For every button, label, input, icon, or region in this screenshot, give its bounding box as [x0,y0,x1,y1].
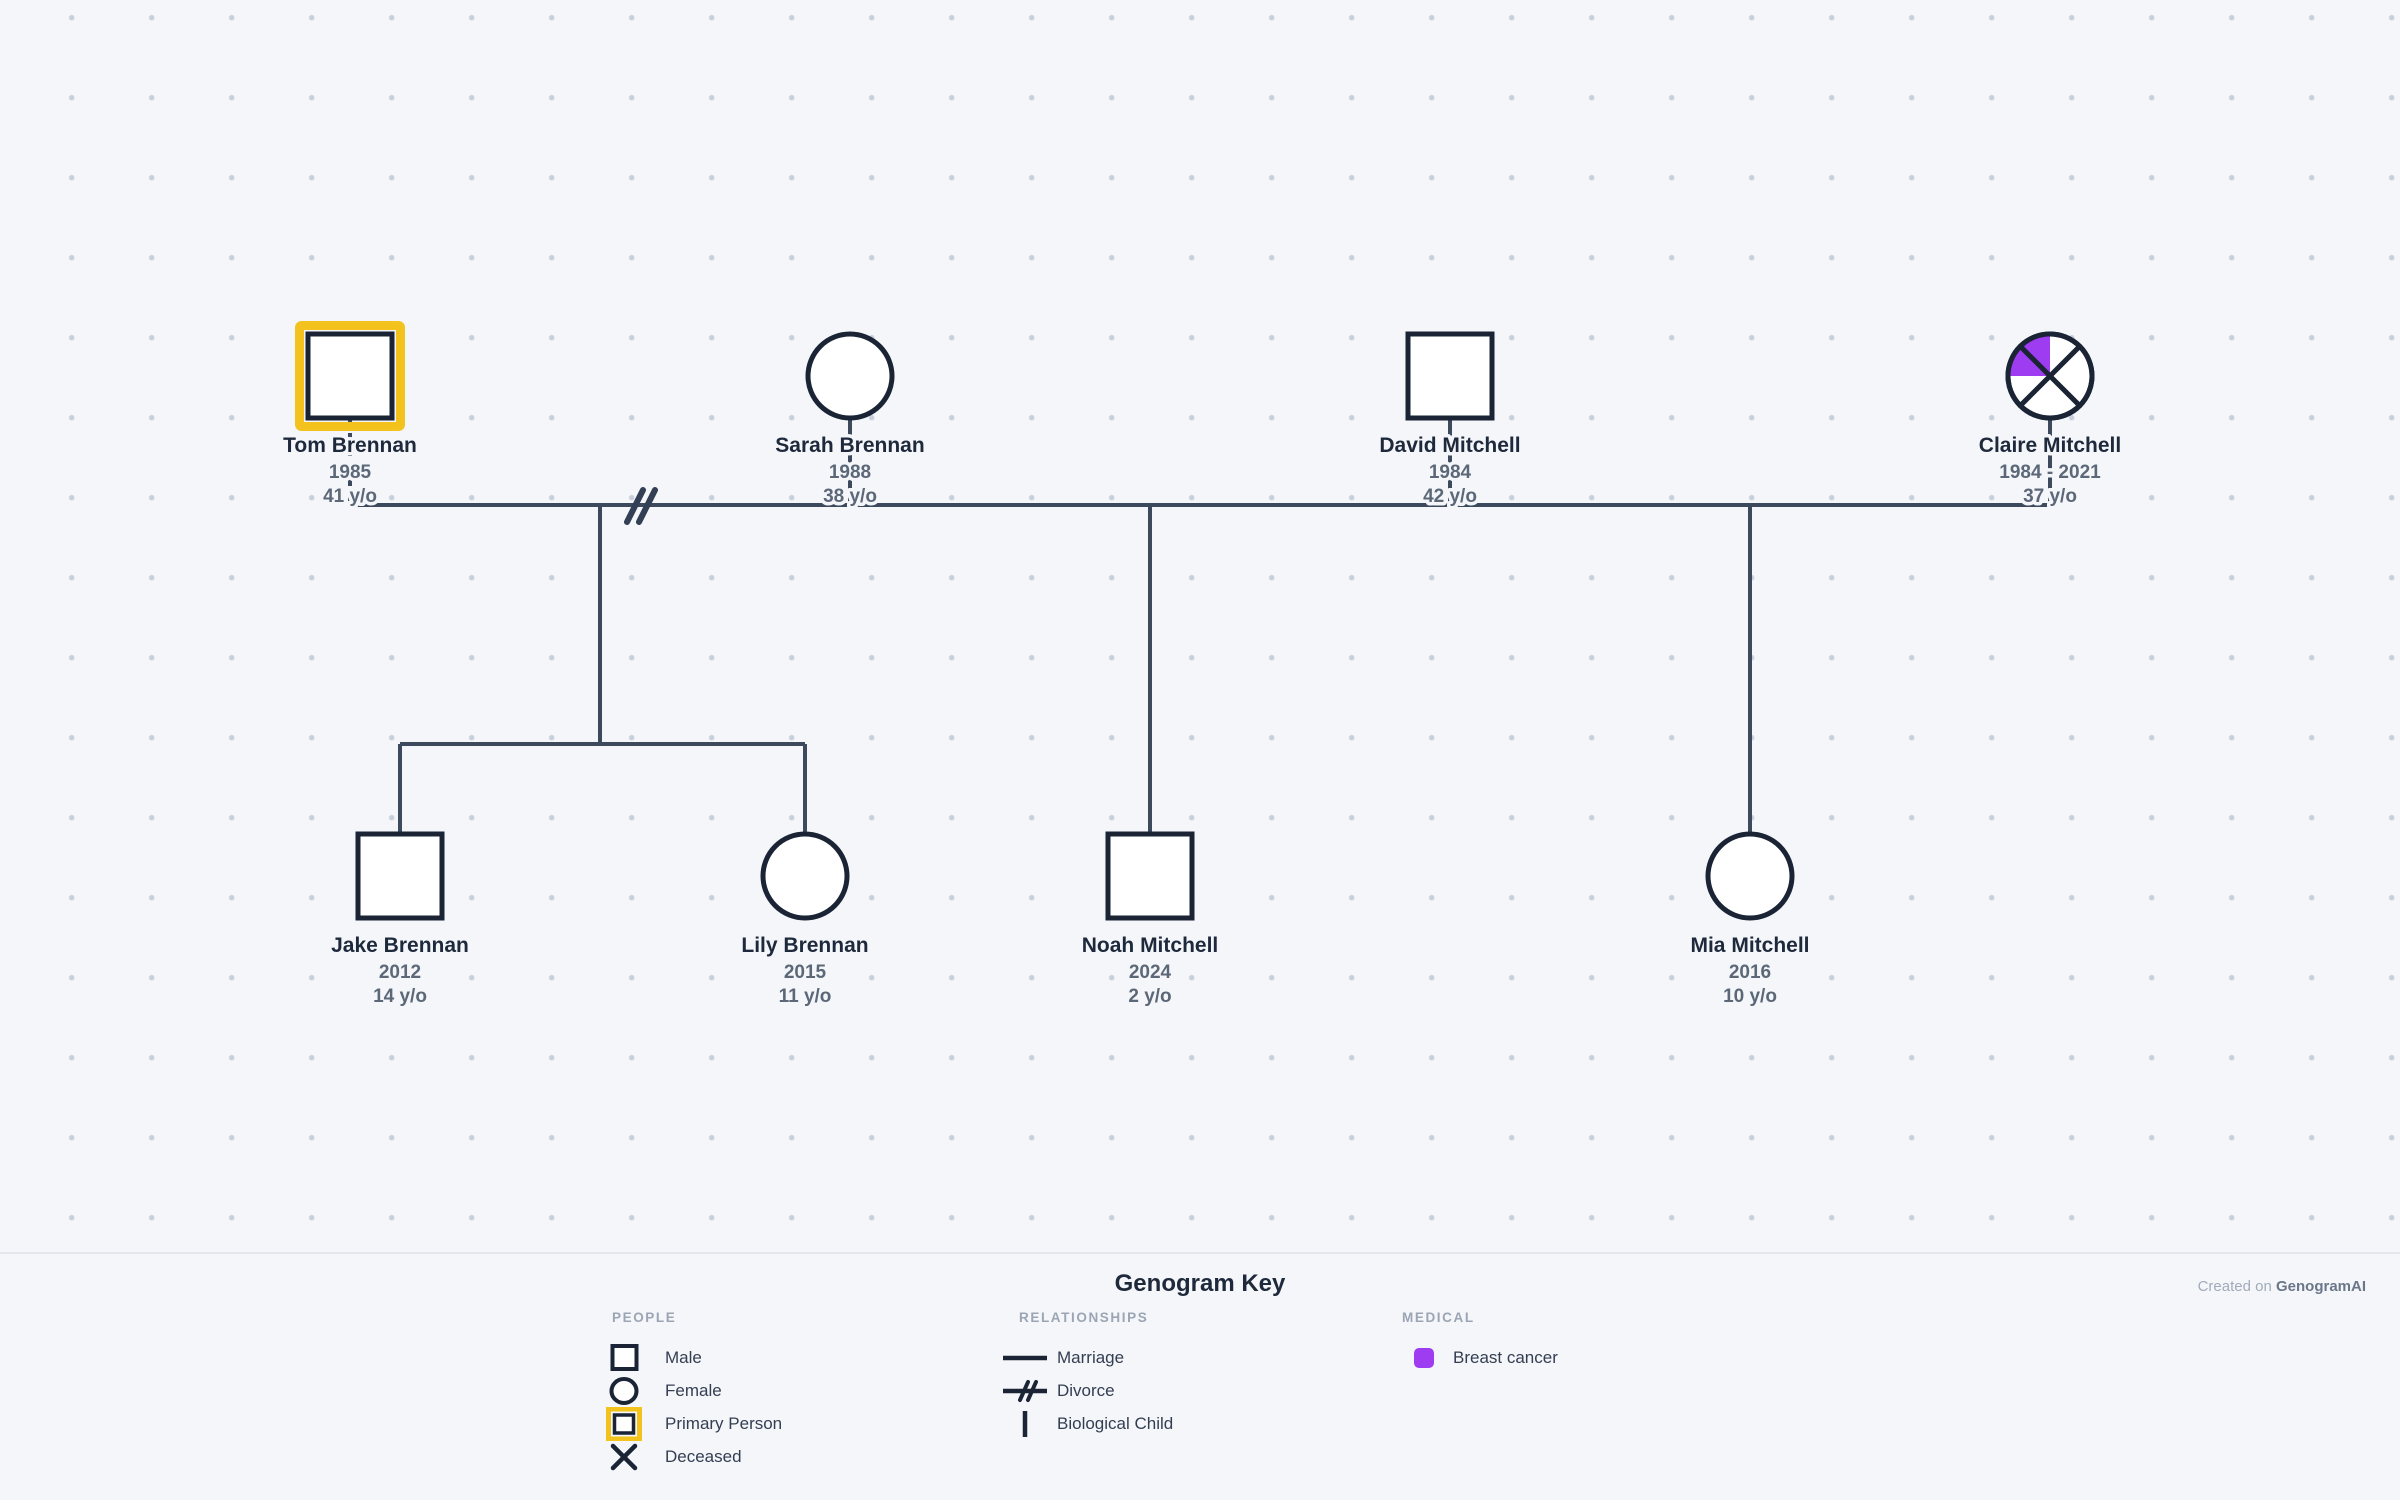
credit-brand: GenogramAI [2275,1278,2366,1295]
female-shape [760,831,850,921]
female-shape [1705,831,1795,921]
divorce-line-icon [1003,1376,1047,1406]
person-node-david[interactable]: David Mitchell 1984 42 y/o [1376,331,1524,511]
genogram-svg: Tom Brennan 1985 41 y/o Sarah Brennan 19… [280,321,2125,1011]
child-drop-tom-sarah [398,505,807,834]
deceased-x [2017,343,2083,409]
person-node-tom[interactable]: Tom Brennan 1985 41 y/o [280,321,420,511]
person-node-lily[interactable]: Lily Brennan 2015 11 y/o [738,831,872,1011]
person-node-noah[interactable]: Noah Mitchell 2024 2 y/o [1078,831,1222,1011]
person-name: Sarah Brennan [775,434,924,457]
genogram-key-panel: Genogram Key Created on GenogramAI PEOPL… [0,1252,2400,1500]
person-node-sarah[interactable]: Sarah Brennan 1988 38 y/o [772,331,928,511]
deceased-x-icon [605,1443,643,1471]
person-name: Noah Mitchell [1082,934,1219,957]
credit-prefix: Created on [2197,1278,2272,1295]
key-item-label: Male [665,1347,702,1367]
female-icon [605,1376,643,1405]
key-item-label: Biological Child [1057,1413,1174,1433]
male-shape [305,331,395,421]
key-item-primary-person: Primary Person [605,1406,783,1441]
key-section-header: MEDICAL [1402,1310,1475,1325]
key-item-female: Female [605,1374,782,1407]
key-title: Genogram Key [1114,1270,1286,1297]
female-shape [805,331,895,421]
key-section-relationships: RELATIONSHIPS Marriage Divorce [1003,1309,1173,1440]
key-item-breast-cancer: Breast cancer [1402,1341,1558,1374]
person-age: 11 y/o [779,986,832,1007]
person-birth: 1988 [829,462,871,483]
marriage-line-icon [1003,1346,1047,1370]
person-birth: 2016 [1729,962,1771,983]
person-birth: 1985 [329,462,372,483]
person-age: 41 y/o [323,486,377,507]
male-shape [1405,331,1495,421]
person-name: Lily Brennan [741,934,868,957]
male-shape [1105,831,1195,921]
biological-child-line-icon [1003,1409,1047,1439]
key-item-divorce: Divorce [1003,1374,1173,1407]
female-shape-outline [2005,331,2095,421]
primary-person-icon [605,1406,643,1441]
person-name: Jake Brennan [331,934,469,957]
key-item-label: Deceased [665,1446,742,1466]
person-birth: 1984 - 2021 [1999,462,2101,483]
genogram-canvas[interactable]: Tom Brennan 1985 41 y/o Sarah Brennan 19… [0,0,2400,1252]
person-name: Claire Mitchell [1979,434,2121,457]
credit-line: Created on GenogramAI [2198,1278,2366,1295]
divorce-marks [624,487,658,525]
male-icon [605,1344,643,1371]
person-node-mia[interactable]: Mia Mitchell 2016 10 y/o [1687,831,1813,1011]
primary-person-ring [295,321,405,431]
person-name: Mia Mitchell [1690,934,1809,957]
key-item-label: Marriage [1057,1347,1125,1367]
key-item-marriage: Marriage [1003,1341,1173,1374]
key-item-label: Divorce [1057,1380,1115,1400]
person-age: 10 y/o [1723,986,1777,1007]
key-item-label: Primary Person [665,1413,783,1433]
key-section-header: PEOPLE [612,1310,677,1325]
person-age: 14 y/o [373,986,427,1007]
person-age: 2 y/o [1128,986,1171,1007]
person-name: Tom Brennan [283,434,417,457]
key-item-deceased: Deceased [605,1440,782,1473]
person-age: 37 y/o [2023,486,2077,507]
person-name: David Mitchell [1379,434,1520,457]
key-section-medical: MEDICAL Breast cancer [1402,1309,1558,1374]
person-birth: 2024 [1129,962,1172,983]
key-item-label: Female [665,1380,722,1400]
person-age: 42 y/o [1423,486,1477,507]
key-section-header: RELATIONSHIPS [1019,1310,1149,1325]
person-age: 38 y/o [823,486,877,507]
relationship-lines [348,418,2052,834]
male-shape [355,831,445,921]
person-birth: 2012 [379,962,421,983]
person-birth: 2015 [784,962,827,983]
person-birth: 1984 [1429,462,1472,483]
key-item-male: Male [605,1341,782,1374]
person-node-claire[interactable]: Claire Mitchell 1984 - 2021 37 y/o [1975,331,2125,511]
key-section-people: PEOPLE Male Female [605,1309,782,1473]
key-item-label: Breast cancer [1453,1347,1558,1367]
key-item-biological-child: Biological Child [1003,1407,1173,1440]
breast-cancer-swatch-icon [1402,1347,1446,1368]
person-node-jake[interactable]: Jake Brennan 2012 14 y/o [328,831,472,1011]
